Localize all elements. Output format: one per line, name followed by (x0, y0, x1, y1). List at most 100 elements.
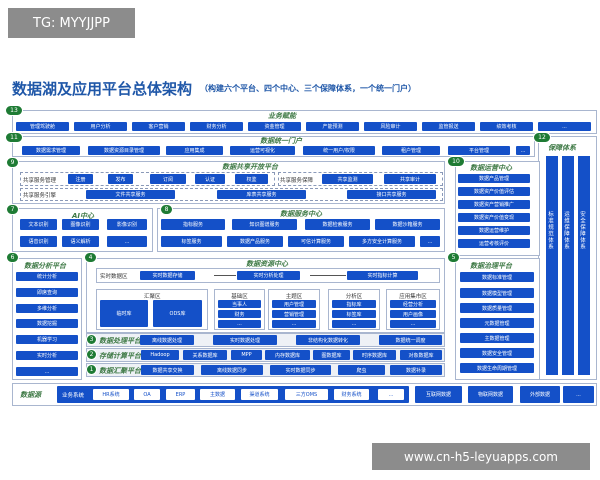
external-source-item[interactable]: 互联网数据 (415, 386, 462, 403)
analysis-item[interactable]: 多维分析 (16, 304, 78, 313)
governance-item[interactable]: 主数据管理 (460, 333, 534, 343)
service-item[interactable]: 标签服务 (161, 236, 222, 247)
business-item[interactable]: 风险审计 (364, 122, 417, 131)
service-item[interactable]: ... (420, 236, 440, 247)
zone-item[interactable]: 营销管理 (272, 310, 316, 318)
analysis-item[interactable]: 机器学习 (16, 335, 78, 344)
operations-item[interactable]: 数据资产价值评估 (458, 187, 530, 196)
operations-item[interactable]: 数据产品管理 (458, 174, 530, 183)
ai-item[interactable]: 文本识别 (20, 219, 57, 230)
analysis-item[interactable]: 数据挖掘 (16, 319, 78, 328)
realtime-item[interactable]: 实时数据存储 (140, 271, 195, 280)
external-source-item[interactable]: 外部数据 (520, 386, 560, 403)
governance-item[interactable]: 数据模型管理 (460, 288, 534, 298)
portal-item[interactable]: 统一用户/权限 (303, 146, 375, 155)
service-item[interactable]: 知识图谱服务 (232, 219, 297, 230)
service-item[interactable]: 多方安全计算服务 (349, 236, 415, 247)
sharing-guarantee-item[interactable]: 共享审计 (384, 174, 436, 184)
operations-item[interactable]: 数据资产价值变现 (458, 213, 530, 222)
governance-item[interactable]: 数据质量管理 (460, 303, 534, 313)
business-item[interactable]: 管理驾驶舱 (16, 122, 69, 131)
storage-item[interactable]: 时序数据库 (353, 350, 396, 360)
aggregation-item[interactable]: 数据补录 (390, 365, 442, 375)
realtime-item[interactable]: 实时指标计算 (347, 271, 418, 280)
sharing-engine-item[interactable]: 库表共享服务 (217, 190, 306, 199)
analysis-item[interactable]: 实时分析 (16, 351, 78, 360)
service-item[interactable]: 数据检索服务 (305, 219, 370, 230)
business-item[interactable]: 财务分析 (190, 122, 243, 131)
external-source-item[interactable]: ... (563, 386, 594, 403)
zone-item[interactable]: 用户管理 (272, 300, 316, 308)
zone-item[interactable]: ... (272, 320, 316, 328)
service-item[interactable]: 可信计算服务 (288, 236, 344, 247)
ai-item[interactable]: 语义解析 (62, 236, 99, 247)
ai-item[interactable]: ... (107, 236, 147, 247)
gather-item[interactable]: ODS库 (153, 300, 202, 327)
governance-item[interactable]: 数据标准管理 (460, 272, 534, 282)
zone-item[interactable]: ... (390, 320, 436, 328)
aggregation-item[interactable]: 离线数据同步 (201, 365, 263, 375)
business-item[interactable]: 用户分析 (74, 122, 127, 131)
source-system-item[interactable]: ERP (166, 389, 195, 400)
service-item[interactable]: 数据产品服务 (227, 236, 283, 247)
zone-item[interactable]: 用户画像 (390, 310, 436, 318)
zone-item[interactable]: 指标库 (332, 300, 376, 308)
business-item[interactable]: 资金管理 (248, 122, 301, 131)
business-item[interactable]: 绩效考核 (480, 122, 533, 131)
portal-item[interactable]: 数据资源目录管理 (88, 146, 160, 155)
processing-item[interactable]: 非结构化数据转化 (296, 335, 360, 345)
aggregation-item[interactable]: 爬虫 (338, 365, 385, 375)
ai-item[interactable]: 影像识别 (107, 219, 147, 230)
aggregation-item[interactable]: 实时数据同步 (270, 365, 331, 375)
governance-item[interactable]: 数据生命周期管理 (460, 363, 534, 373)
operations-item[interactable]: 数据资产营销推广 (458, 200, 530, 209)
source-system-item[interactable]: HR系统 (93, 389, 129, 400)
zone-item[interactable]: 当事人 (218, 300, 261, 308)
external-source-item[interactable]: 物联网数据 (468, 386, 513, 403)
aggregation-item[interactable]: 数据共享交换 (141, 365, 194, 375)
storage-item[interactable]: Hadoop (141, 350, 179, 360)
zone-item[interactable]: 经营分析 (390, 300, 436, 308)
zone-item[interactable]: 财务 (218, 310, 261, 318)
governance-item[interactable]: 数据安全管理 (460, 348, 534, 358)
sharing-management-item[interactable]: 认证 (195, 174, 225, 184)
source-system-item[interactable]: OA (134, 389, 160, 400)
ai-item[interactable]: 图像识别 (62, 219, 99, 230)
portal-item[interactable]: 应用集成 (166, 146, 223, 155)
storage-item[interactable]: 图数据库 (313, 350, 350, 360)
portal-item[interactable]: 租户管理 (382, 146, 440, 155)
service-item[interactable]: 指标服务 (161, 219, 225, 230)
sharing-management-item[interactable]: 权鉴 (235, 174, 268, 184)
processing-item[interactable]: 数据统一调度 (379, 335, 442, 345)
processing-item[interactable]: 实时数据处理 (213, 335, 277, 345)
analysis-item[interactable]: 即席查询 (16, 288, 78, 297)
source-system-item[interactable]: ... (378, 389, 404, 400)
assurance-item[interactable]: 标准规范体系 (546, 156, 558, 375)
processing-item[interactable]: 离线数据处理 (140, 335, 194, 345)
portal-item[interactable]: 平台管理 (448, 146, 510, 155)
source-system-item[interactable]: 渠道系统 (241, 389, 278, 400)
business-item[interactable]: 客户营销 (132, 122, 185, 131)
zone-item[interactable]: 标签库 (332, 310, 376, 318)
sharing-management-item[interactable]: 发布 (108, 174, 133, 184)
ai-item[interactable]: 语音识别 (20, 236, 57, 247)
portal-item[interactable]: 数据需求管理 (22, 146, 80, 155)
sharing-management-item[interactable]: 订阅 (150, 174, 186, 184)
storage-item[interactable]: 关系数据库 (183, 350, 227, 360)
storage-item[interactable]: MPP (231, 350, 262, 360)
portal-item[interactable]: 运营可视化 (230, 146, 295, 155)
business-item[interactable]: 监管报送 (422, 122, 475, 131)
zone-item[interactable]: ... (218, 320, 261, 328)
storage-item[interactable]: 对象数据库 (400, 350, 442, 360)
analysis-item[interactable]: ... (16, 367, 78, 376)
operations-item[interactable]: 数据运营维护 (458, 226, 530, 235)
source-system-item[interactable]: 三方OMS (285, 389, 328, 400)
zone-item[interactable]: ... (332, 320, 376, 328)
gather-item[interactable]: 临时库 (100, 300, 148, 327)
business-item[interactable]: ... (538, 122, 591, 131)
realtime-item[interactable]: 实时分析处理 (237, 271, 300, 280)
portal-item[interactable]: ... (516, 146, 530, 155)
service-item[interactable]: 数据沙箱服务 (375, 219, 440, 230)
governance-item[interactable]: 元数据管理 (460, 318, 534, 328)
source-system-item[interactable]: 主数据 (200, 389, 235, 400)
